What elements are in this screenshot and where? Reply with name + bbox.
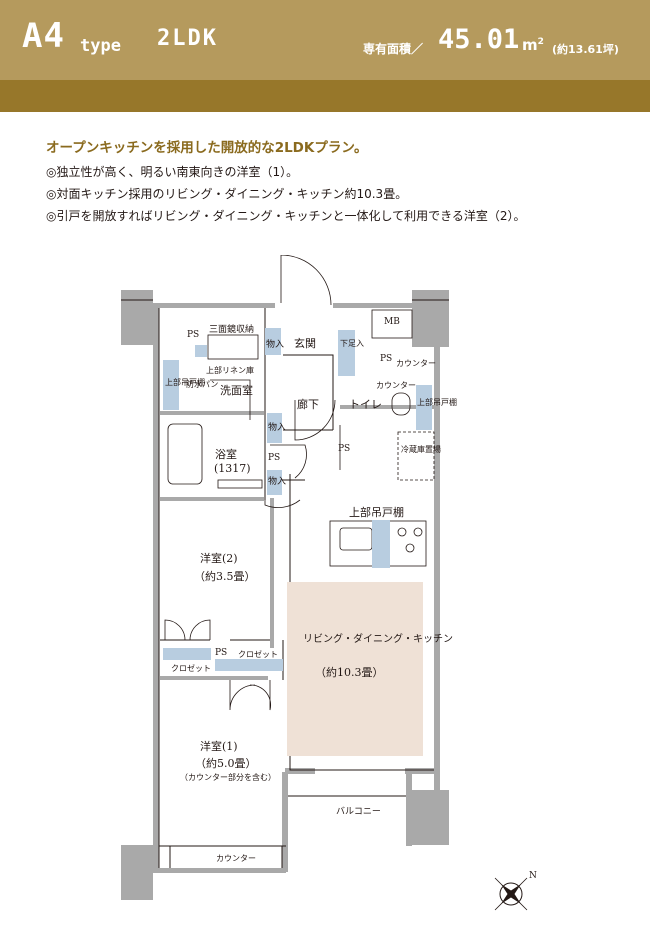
area-label: 専有面積／ bbox=[363, 42, 424, 56]
balcony-area: バルコニー面積／5.04㎡（約1.52坪） bbox=[416, 171, 634, 186]
type-code: A4 bbox=[22, 16, 65, 56]
sanmenkyo-label: 三面鏡収納 bbox=[209, 323, 254, 335]
mb-label: MB bbox=[384, 317, 400, 327]
header-bar: A4 type 2LDK 専有面積／ 45.01 m2 (約13.61坪) bbox=[0, 0, 650, 80]
kitchen-cab-label: 上部吊戸棚 bbox=[349, 505, 404, 519]
room1-size-label: （約5.0畳） bbox=[195, 756, 257, 770]
bullet-1: ◎独立性が高く、明るい南東向きの洋室（1）。 bbox=[46, 165, 299, 179]
storage-label-3: 物入 bbox=[268, 475, 286, 487]
counter-label-1: カウンター bbox=[396, 359, 436, 368]
ps-label-3: PS bbox=[338, 444, 350, 454]
room1-note-label: （カウンター部分を含む） bbox=[180, 772, 276, 782]
toilet-bowl bbox=[391, 392, 411, 416]
subheader-bar: バルコニー面積／5.04㎡（約1.52坪） bbox=[0, 80, 650, 186]
ps-label-1: PS bbox=[187, 330, 199, 340]
room2-label: 洋室(2) bbox=[200, 551, 238, 565]
area-tsubo: (約13.61坪) bbox=[552, 43, 619, 56]
bullet-3: ◎引戸を開放すればリビング・ダイニング・キッチンと一体化して利用できる洋室（2）… bbox=[46, 209, 526, 223]
ldk-floor bbox=[287, 582, 423, 756]
upper-cab-label-a: 上部吊戸棚 bbox=[165, 377, 205, 387]
mb-box bbox=[371, 309, 413, 339]
area-value: 45.01 bbox=[438, 24, 520, 55]
ldk-label: リビング・ダイニング・キッチン bbox=[303, 632, 453, 645]
bath-size-label: (1317) bbox=[214, 462, 251, 475]
bath-shelf bbox=[217, 479, 263, 489]
north-label: N bbox=[529, 871, 537, 881]
compass-icon: N bbox=[494, 871, 537, 911]
room2-size-label: （約3.5畳） bbox=[194, 569, 256, 583]
entrance-label: 玄関 bbox=[294, 336, 316, 350]
waterproof-pan-label: 防水パン bbox=[186, 379, 218, 389]
shoe-box-label: 下足入 bbox=[340, 339, 364, 348]
hallway-label: 廊下 bbox=[297, 397, 319, 411]
plan-headline: オープンキッチンを採用した開放的な2LDKプラン。 bbox=[46, 140, 368, 156]
walls bbox=[153, 303, 440, 873]
ps-label-4: PS bbox=[268, 453, 280, 463]
fridge-space bbox=[397, 431, 435, 481]
ps-label-5: PS bbox=[215, 648, 227, 658]
ps-label-2: PS bbox=[380, 354, 392, 364]
washstand bbox=[207, 334, 259, 360]
fridge-label: 冷蔵庫置場 bbox=[401, 444, 441, 454]
washroom-label: 洗面室 bbox=[220, 383, 253, 397]
floor-plan: MB PS 三面鏡収納 物入 玄関 下足入 PS カウンター カウンター 上部リ… bbox=[121, 255, 537, 911]
layout-label: 2LDK bbox=[157, 26, 218, 51]
upper-linen-label: 上部リネン庫 bbox=[206, 365, 254, 375]
ldk-size-label: （約10.3畳） bbox=[315, 665, 384, 679]
stove bbox=[397, 527, 423, 553]
bullet-2: ◎対面キッチン採用のリビング・ダイニング・キッチン約10.3畳。 bbox=[46, 187, 408, 201]
bath-label: 浴室 bbox=[215, 447, 237, 461]
toilet-label: トイレ bbox=[349, 398, 382, 411]
kitchen-shelf bbox=[372, 520, 390, 568]
counter-label-2: カウンター bbox=[376, 381, 416, 390]
type-word: type bbox=[80, 36, 121, 56]
closet-label-2: クロゼット bbox=[171, 663, 211, 673]
doors bbox=[164, 255, 341, 711]
interior-lines bbox=[121, 299, 449, 868]
balcony-label: バルコニー bbox=[336, 806, 381, 817]
room1-label: 洋室(1) bbox=[200, 739, 238, 753]
upper-cab-label-b: 上部吊戸棚 bbox=[417, 397, 457, 407]
storage-label-2: 物入 bbox=[268, 421, 286, 433]
bathtub bbox=[167, 423, 203, 485]
closet-label-1: クロゼット bbox=[238, 649, 278, 659]
area-unit: m2 bbox=[522, 36, 544, 54]
storage-label-1: 物入 bbox=[266, 338, 284, 350]
counter-label-3: カウンター bbox=[216, 854, 256, 863]
closets bbox=[163, 328, 432, 671]
